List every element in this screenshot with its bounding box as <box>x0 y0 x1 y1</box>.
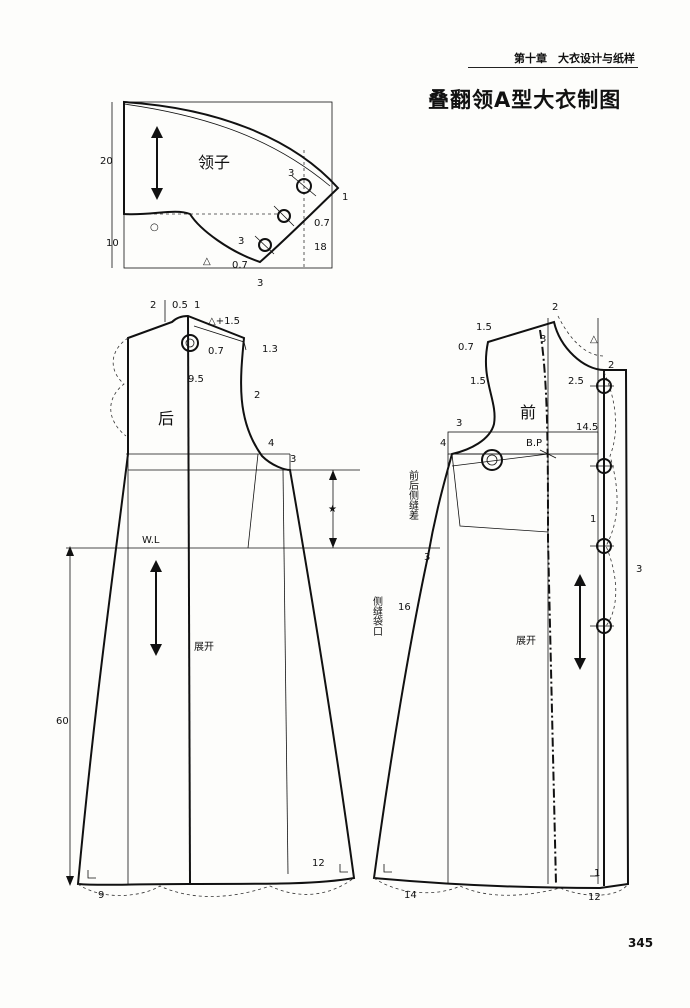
front-piece: 1.5 0.7 1.5 3 2 △ 前 B.P 2.5 2 14.5 4 3 1… <box>371 302 643 903</box>
collar-dim-label: 0.7 <box>314 218 330 229</box>
front-dim-label: 14.5 <box>576 422 598 433</box>
collar-dim-label: 3 <box>238 236 244 247</box>
back-dim-label: 0.7 <box>208 346 224 357</box>
back-hem-label: 12 <box>312 858 325 869</box>
back-expand-label: 展开 <box>194 641 214 653</box>
front-top-label: 3 <box>540 334 546 345</box>
back-top-label: 1 <box>194 300 200 311</box>
front-dim-label: 1 <box>590 514 596 525</box>
front-top-label: 1.5 <box>470 376 486 387</box>
collar-dim-label: 10 <box>106 238 119 249</box>
collar-frame <box>123 101 333 269</box>
collar-button <box>258 238 272 252</box>
buttonhole-mark <box>291 175 317 197</box>
back-scallop <box>110 337 129 437</box>
front-expand-label: 展开 <box>516 635 536 647</box>
collar-dim-label: 3 <box>257 278 263 289</box>
back-center-expand-line <box>187 315 191 885</box>
pocket-size-label: 16 <box>398 602 411 613</box>
front-outline <box>372 320 630 890</box>
collar-dim-label: 18 <box>314 242 327 253</box>
side-seam-diff-label: 前后侧缝差 <box>407 469 419 520</box>
page-number: 345 <box>628 936 654 950</box>
back-shoulder-label: △+1.5 <box>208 316 240 327</box>
collar-outline <box>123 100 340 264</box>
back-shoulder-guide <box>193 325 247 351</box>
bp-line <box>451 453 549 467</box>
back-dim-label: 9.5 <box>188 374 204 385</box>
back-side-guide <box>282 469 289 875</box>
collar-dim-label: 3 <box>288 168 294 179</box>
front-dim-label: 4 <box>440 438 446 449</box>
page-title: 叠翻领A型大衣制图 <box>428 88 622 112</box>
back-name: 后 <box>158 409 174 428</box>
triangle-mark: △ <box>203 256 211 267</box>
front-neck-guide <box>557 315 605 357</box>
front-hem-scallop <box>373 877 629 896</box>
front-dim-label: 3 <box>636 564 642 575</box>
front-side-label: 3 <box>424 552 430 563</box>
collar-dim-label: 0.7 <box>232 260 248 271</box>
collar-dim-label: 20 <box>100 156 113 167</box>
back-dim-label: 4 <box>268 438 274 449</box>
front-top-label: 2 <box>552 302 558 313</box>
front-pocket-button <box>481 449 503 471</box>
star-mark: ★ <box>328 504 337 515</box>
back-outline <box>76 314 356 886</box>
corner-mark <box>383 864 392 873</box>
corner-mark <box>339 864 348 873</box>
front-hem-label: 14 <box>404 890 417 901</box>
arrowheads <box>574 574 586 670</box>
front-dim-label: 2.5 <box>568 376 584 387</box>
front-scallop <box>603 371 618 627</box>
back-button <box>181 334 199 352</box>
back-hem-label: 9 <box>98 890 104 901</box>
corner-mark <box>87 870 96 879</box>
collar-name: 领子 <box>198 153 230 172</box>
collar-piece: 20 10 18 1 0.7 3 3 0.7 3 ○ △ 领子 <box>100 100 348 289</box>
waist-line-label: W.L <box>142 535 160 546</box>
collar-button <box>296 178 312 194</box>
front-dim-label: 2 <box>608 360 614 371</box>
back-dim-label: 2 <box>254 390 260 401</box>
side-seam-difference <box>451 453 549 533</box>
header-rule <box>468 67 638 68</box>
front-top-label: 1.5 <box>476 322 492 333</box>
front-hem-label: 1 <box>594 868 600 879</box>
triangle-mark: △ <box>590 334 598 345</box>
front-top-label: 0.7 <box>458 342 474 353</box>
front-name: 前 <box>520 403 536 422</box>
front-dim-label: 3 <box>456 418 462 429</box>
back-top-label: 2 <box>150 300 156 311</box>
collar-dim-label: 1 <box>342 192 348 203</box>
buttonhole-mark <box>254 235 275 255</box>
front-hem-label: 12 <box>588 892 601 903</box>
back-side-guide <box>247 453 259 549</box>
back-dim-label: 1.3 <box>262 344 278 355</box>
back-piece: W.L 60 ★ <box>56 300 440 901</box>
front-center-line <box>539 329 557 885</box>
back-dim-label: 3 <box>290 454 296 465</box>
back-button-inner <box>185 338 195 348</box>
bust-point-mark <box>539 449 557 459</box>
buttonhole-mark <box>273 205 295 227</box>
back-length-label: 60 <box>56 716 69 727</box>
back-top-label: 0.5 <box>172 300 188 311</box>
bust-point-label: B.P <box>526 438 542 449</box>
collar-fold-line <box>123 103 331 187</box>
side-pocket-label: 侧缝袋口 <box>371 595 383 636</box>
front-chest-guide <box>447 431 599 455</box>
collar-button <box>277 209 291 223</box>
front-pocket-button-inner <box>486 454 498 466</box>
chapter-header: 第十章 大衣设计与纸样 <box>514 52 635 65</box>
circle-mark: ○ <box>150 222 159 233</box>
back-hem-scallop <box>77 877 355 897</box>
